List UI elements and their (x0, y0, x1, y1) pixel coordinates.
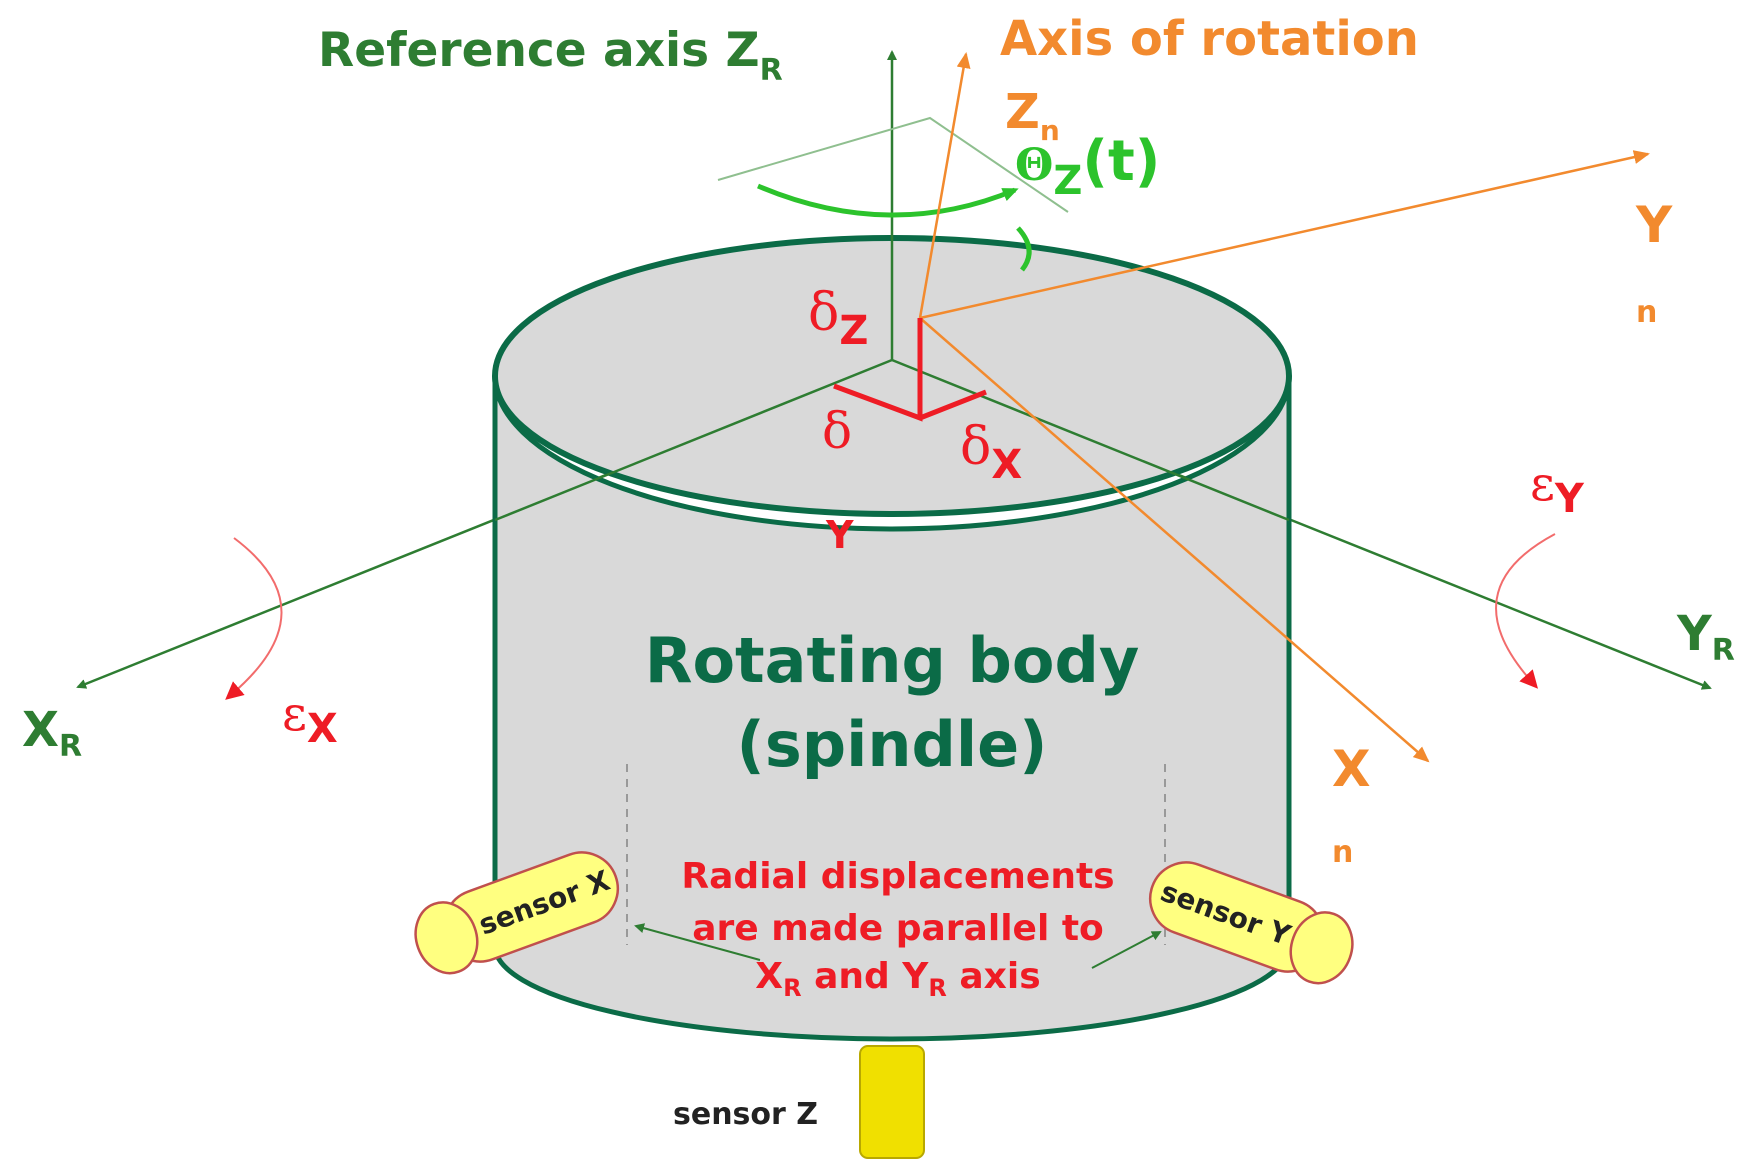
theta-rotation-arrow (757, 183, 1019, 218)
note-pointer-y (1091, 931, 1162, 969)
sensor-x: sensor X (414, 851, 619, 975)
eps-y-arrow (1495, 533, 1556, 689)
theta-label: ΘZ(t) (1015, 129, 1160, 204)
zn-label: Zn (1005, 84, 1060, 147)
body-title-line1: Rotating body (645, 624, 1140, 697)
delta-y-label-sub: Y (825, 513, 854, 557)
yn-label-main: Y (1635, 196, 1673, 254)
yn-axis (919, 150, 1650, 320)
note-line2: are made parallel to (692, 908, 1104, 949)
body-title-line2: (spindle) (736, 708, 1047, 781)
zn-axis (918, 52, 971, 319)
yr-label: YR (1676, 606, 1735, 668)
eps-x-arrow (225, 537, 283, 700)
xn-axis (919, 317, 1430, 763)
reference-axis-title: Reference axis ZR (318, 23, 783, 88)
note-line1: Radial displacements (681, 856, 1114, 897)
delta-x-label: δX (960, 417, 1022, 488)
xn-label-sub: n (1332, 835, 1353, 870)
axis-of-rotation-title: Axis of rotation (1000, 11, 1419, 67)
yn-label-sub: n (1636, 295, 1657, 330)
note-pointer-x (634, 923, 761, 961)
reference-plane-sketch (717, 116, 1069, 213)
delta-z-label: δZ (808, 283, 868, 354)
xr-label: XR (22, 702, 82, 764)
eps-y-label: εY (1530, 456, 1585, 522)
note-line3: XR and YR axis (755, 956, 1040, 1002)
delta-x-vector (919, 389, 987, 421)
y-ref-axis-front (891, 358, 1290, 522)
eps-x-label: εX (282, 686, 338, 752)
theta-rotation-tick (1016, 226, 1032, 272)
sensor-z (859, 1045, 925, 1159)
delta-y-label-main: δ (822, 402, 852, 460)
xn-label-main: X (1332, 740, 1371, 798)
sensor-z-label: sensor Z (673, 1097, 818, 1132)
x-ref-axis-front (494, 358, 893, 522)
